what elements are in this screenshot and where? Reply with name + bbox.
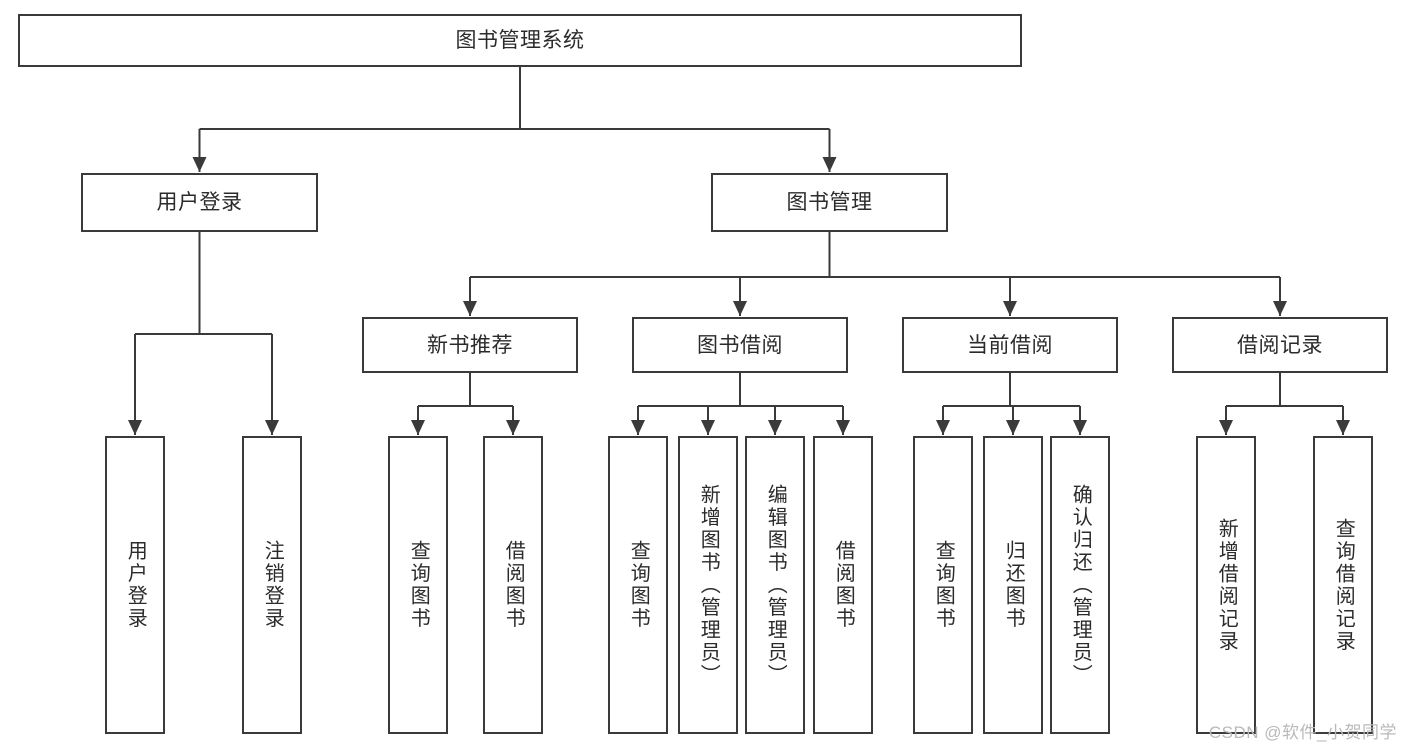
leaf-node-label: 查询图书 xyxy=(932,540,955,630)
level2-node-label: 用户登录 xyxy=(156,191,243,214)
connector-arrowhead xyxy=(768,420,782,435)
leaf-node-label: 用户登录 xyxy=(124,540,147,630)
level3-node-label: 图书借阅 xyxy=(697,333,783,357)
connector-arrowhead xyxy=(822,157,837,172)
connector-arrowhead xyxy=(1073,420,1087,435)
leaf-node-label: 借阅图书 xyxy=(502,540,525,630)
leaf-node-label: 查询借阅记录 xyxy=(1332,517,1355,653)
leaf-node-1[interactable]: 注销登录 xyxy=(242,436,302,734)
connector-arrowhead xyxy=(701,420,715,435)
leaf-node-label: 借阅图书 xyxy=(832,540,855,630)
level3-node-2[interactable]: 当前借阅 xyxy=(902,317,1118,373)
connector-arrowhead xyxy=(733,301,747,316)
level2-node-1[interactable]: 图书管理 xyxy=(711,173,948,232)
level2-node-0[interactable]: 用户登录 xyxy=(81,173,318,232)
leaf-node-10[interactable]: 确认归还（管理员） xyxy=(1050,436,1110,734)
leaf-node-label: 查询图书 xyxy=(627,540,650,630)
leaf-node-2[interactable]: 查询图书 xyxy=(388,436,448,734)
connector-arrowhead xyxy=(506,420,520,435)
leaf-node-label: 归还图书 xyxy=(1002,540,1025,630)
leaf-node-12[interactable]: 查询借阅记录 xyxy=(1313,436,1373,734)
level2-node-label: 图书管理 xyxy=(786,191,873,214)
connector-arrowhead xyxy=(1219,420,1233,435)
leaf-node-label: 新增借阅记录 xyxy=(1215,517,1238,653)
leaf-node-label: 注销登录 xyxy=(261,540,284,630)
leaf-node-label: 查询图书 xyxy=(407,540,430,630)
level3-node-0[interactable]: 新书推荐 xyxy=(362,317,578,373)
leaf-node-0[interactable]: 用户登录 xyxy=(105,436,165,734)
connector-arrowhead xyxy=(192,157,207,172)
connector-arrowhead xyxy=(265,420,279,435)
leaf-node-7[interactable]: 借阅图书 xyxy=(813,436,873,734)
level3-node-label: 当前借阅 xyxy=(967,333,1053,357)
connector-arrowhead xyxy=(411,420,425,435)
leaf-node-3[interactable]: 借阅图书 xyxy=(483,436,543,734)
connector-arrowhead xyxy=(1003,301,1017,316)
level3-node-1[interactable]: 图书借阅 xyxy=(632,317,848,373)
connector-arrowhead xyxy=(1006,420,1020,435)
leaf-node-4[interactable]: 查询图书 xyxy=(608,436,668,734)
leaf-node-8[interactable]: 查询图书 xyxy=(913,436,973,734)
leaf-node-6[interactable]: 编辑图书（管理员） xyxy=(745,436,805,734)
level3-node-label: 借阅记录 xyxy=(1237,333,1323,357)
connector-arrowhead xyxy=(836,420,850,435)
leaf-node-5[interactable]: 新增图书（管理员） xyxy=(678,436,738,734)
level3-node-label: 新书推荐 xyxy=(427,333,513,357)
connector-arrowhead xyxy=(631,420,645,435)
leaf-node-label: 新增图书（管理员） xyxy=(697,483,720,687)
connector-arrowhead xyxy=(1336,420,1350,435)
connector-arrowhead xyxy=(128,420,142,435)
root-node-0[interactable]: 图书管理系统 xyxy=(18,14,1022,67)
leaf-node-11[interactable]: 新增借阅记录 xyxy=(1196,436,1256,734)
leaf-node-label: 编辑图书（管理员） xyxy=(764,483,787,687)
leaf-node-9[interactable]: 归还图书 xyxy=(983,436,1043,734)
leaf-node-label: 确认归还（管理员） xyxy=(1069,483,1092,687)
root-node-label: 图书管理系统 xyxy=(455,29,585,52)
connector-arrowhead xyxy=(936,420,950,435)
connector-arrowhead xyxy=(1273,301,1287,316)
connector-arrowhead xyxy=(463,301,477,316)
level3-node-3[interactable]: 借阅记录 xyxy=(1172,317,1388,373)
